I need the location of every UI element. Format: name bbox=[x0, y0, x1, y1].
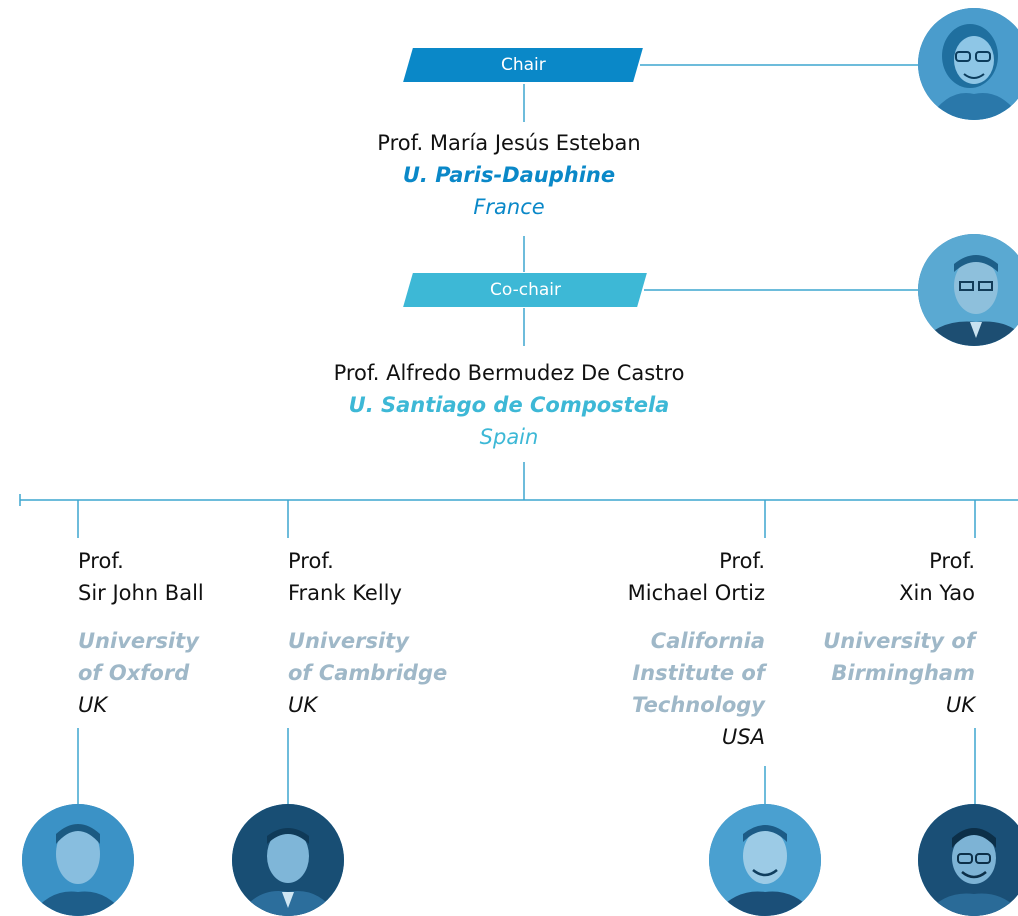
member-card: Prof. Frank Kelly University of Cambridg… bbox=[288, 545, 447, 721]
member-name: Xin Yao bbox=[899, 581, 975, 605]
member-title: Prof. bbox=[288, 549, 334, 573]
member-institution-line: of Cambridge bbox=[288, 661, 448, 685]
member-institution-line: Technology bbox=[632, 693, 765, 717]
member-title: Prof. bbox=[929, 549, 975, 573]
member-institution-line: University of bbox=[823, 629, 975, 653]
member-country: USA bbox=[721, 725, 765, 749]
member-portrait-icon bbox=[918, 804, 1018, 916]
member-portrait-icon bbox=[709, 804, 821, 916]
member-country: UK bbox=[78, 693, 108, 717]
chair-info: Prof. María Jesús Esteban U. Paris-Dauph… bbox=[0, 127, 1018, 223]
member-country: UK bbox=[288, 693, 318, 717]
member-title: Prof. bbox=[719, 549, 765, 573]
cochair-badge: Co-chair bbox=[403, 273, 647, 307]
member-institution-line: University bbox=[78, 629, 199, 653]
cochair-portrait-icon bbox=[918, 234, 1018, 346]
chair-badge-label: Chair bbox=[500, 55, 546, 75]
member-country: UK bbox=[945, 693, 975, 717]
member-institution-line: California bbox=[650, 629, 765, 653]
member-card: Prof. Michael Ortiz California Institute… bbox=[565, 545, 765, 753]
chair-portrait-icon bbox=[918, 8, 1018, 120]
cochair-name: Prof. Alfredo Bermudez De Castro bbox=[333, 361, 685, 385]
member-institution-line: of Oxford bbox=[78, 661, 190, 685]
member-card: Prof. Sir John Ball University of Oxford… bbox=[78, 545, 204, 721]
cochair-country: Spain bbox=[479, 425, 539, 449]
member-name: Sir John Ball bbox=[78, 581, 204, 605]
cochair-info: Prof. Alfredo Bermudez De Castro U. Sant… bbox=[0, 357, 1018, 453]
member-portrait-icon bbox=[22, 804, 134, 916]
member-card: Prof. Xin Yao University of Birmingham U… bbox=[775, 545, 975, 721]
member-institution-line: Birmingham bbox=[831, 661, 975, 685]
chair-country: France bbox=[473, 195, 545, 219]
member-institution-line: University bbox=[288, 629, 409, 653]
chair-name: Prof. María Jesús Esteban bbox=[377, 131, 641, 155]
chair-badge: Chair bbox=[403, 48, 643, 82]
member-name: Michael Ortiz bbox=[627, 581, 765, 605]
chair-institution: U. Paris-Dauphine bbox=[402, 163, 616, 187]
member-name: Frank Kelly bbox=[288, 581, 402, 605]
member-portrait-icon bbox=[232, 804, 344, 916]
member-institution-line: Institute of bbox=[632, 661, 765, 685]
member-title: Prof. bbox=[78, 549, 124, 573]
cochair-badge-label: Co-chair bbox=[489, 280, 561, 300]
cochair-institution: U. Santiago de Compostela bbox=[348, 393, 670, 417]
